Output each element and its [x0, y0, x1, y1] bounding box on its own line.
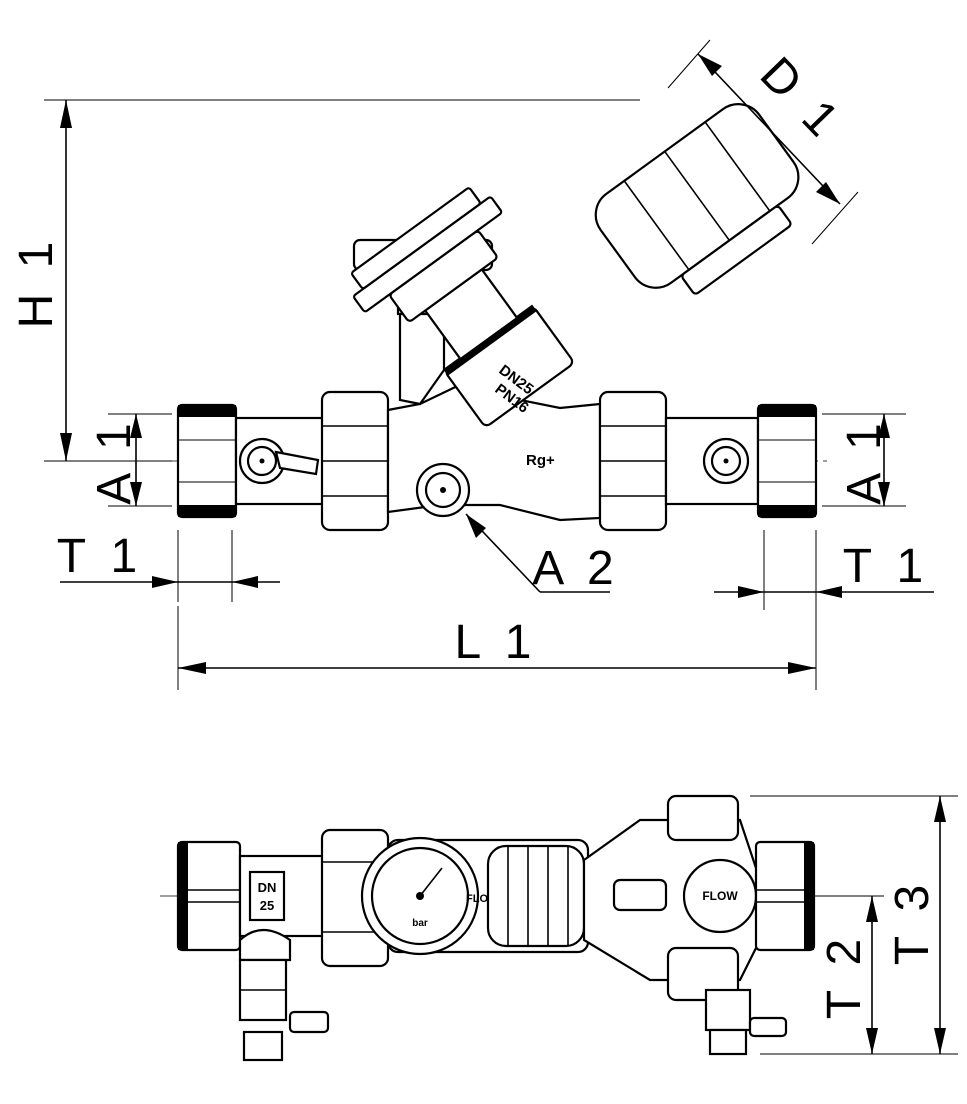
bonnet-lower [486, 844, 586, 948]
label-a1-right: A 1 [838, 417, 891, 504]
dimension-t2: T 2 [760, 895, 958, 1055]
dimension-h1: H 1 [10, 99, 640, 462]
dimension-a2: A 2 [465, 513, 619, 595]
gauge-unit: bar [412, 918, 428, 929]
left-end-lower [176, 840, 242, 952]
marking-dn-lower-value: 25 [260, 898, 274, 913]
left-drain-valve-lower [238, 928, 330, 1062]
dimension-t1-left: T 1 [57, 530, 280, 602]
dimension-a1-left: A 1 [88, 413, 172, 507]
dimension-t1-right: T 1 [714, 530, 934, 610]
marking-material: Rg+ [526, 452, 555, 469]
top-view: DN 25 bar FLOW [160, 794, 958, 1062]
dimension-t3: T 3 [750, 795, 958, 1054]
dimension-a1-right: A 1 [822, 413, 906, 507]
right-end-lower [754, 840, 816, 952]
dimension-l1: L 1 [177, 606, 817, 690]
label-a2: A 2 [532, 542, 619, 595]
right-drain-port [702, 437, 750, 485]
label-t1-left: T 1 [57, 530, 143, 583]
right-union-nut [598, 390, 668, 532]
dn-plate [248, 870, 286, 922]
label-a1-left: A 1 [88, 417, 141, 504]
label-t1-right: T 1 [843, 540, 929, 593]
label-l1: L 1 [455, 616, 538, 669]
label-t3: T 3 [886, 879, 939, 965]
regulating-handwheel [594, 103, 800, 295]
handwheel-lower: FLOW [582, 794, 762, 1002]
right-drain-valve-lower [704, 988, 788, 1056]
measuring-port-a2 [415, 462, 471, 518]
left-threaded-end [176, 403, 238, 519]
left-union-nut [320, 390, 390, 532]
front-view: DN25 PN16 Rg+ H 1 D 1 [10, 39, 934, 690]
left-drain-port [238, 437, 320, 485]
pressure-gauge: bar [360, 836, 480, 956]
regulating-bonnet [351, 187, 574, 427]
flow-logo-handwheel: FLOW [702, 889, 738, 903]
marking-dn-lower: DN [258, 880, 277, 895]
label-h1: H 1 [10, 236, 63, 329]
label-t2: T 2 [818, 933, 871, 1019]
right-threaded-end [756, 403, 818, 519]
